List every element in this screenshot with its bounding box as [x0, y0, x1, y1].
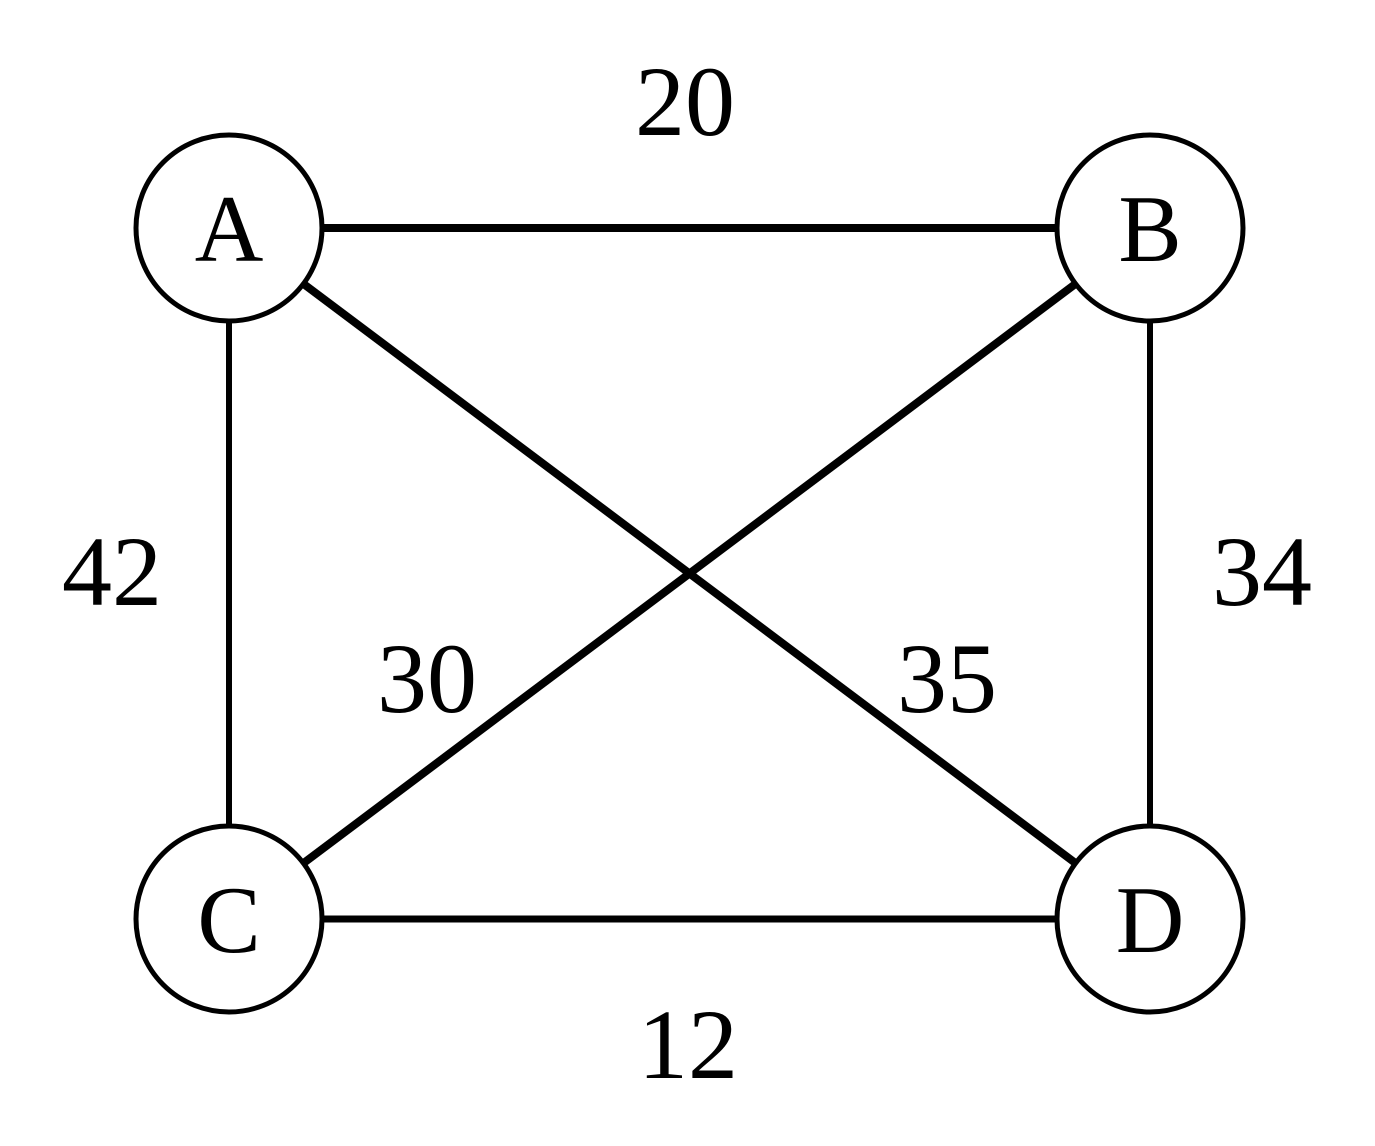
node-D-label: D [1116, 867, 1185, 973]
edge-B-C-weight: 30 [377, 623, 477, 734]
edge-A-D-weight: 35 [897, 623, 997, 734]
edge-A-C-weight: 42 [62, 516, 162, 627]
node-B-circle [1054, 132, 1246, 324]
edge-A-D [226, 224, 1153, 923]
edge-B-D-weight: 34 [1212, 516, 1312, 627]
node-C-label: C [197, 867, 260, 973]
node-B-label: B [1118, 176, 1181, 282]
node-A-label: A [195, 176, 264, 282]
node-C-circle [133, 823, 325, 1015]
node-D-circle [1054, 823, 1246, 1015]
edge-A-B-weight: 20 [635, 46, 735, 157]
node-A-circle [133, 132, 325, 324]
edge-C-D-weight: 12 [638, 989, 738, 1100]
